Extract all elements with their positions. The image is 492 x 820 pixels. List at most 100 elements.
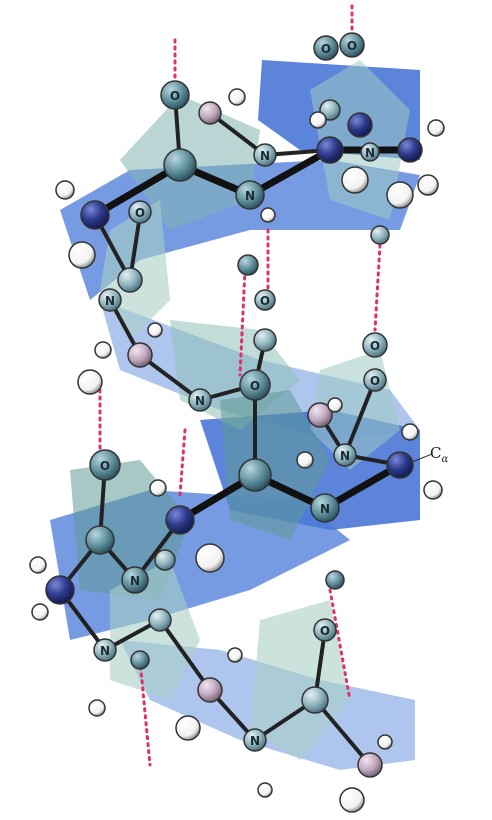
oxygen-atom bbox=[313, 618, 337, 642]
oxygen-atom bbox=[160, 80, 190, 110]
hydrogen-atom bbox=[423, 480, 443, 500]
atom-letter: N bbox=[195, 394, 205, 408]
hydrogen-atom bbox=[341, 166, 369, 194]
hydrogen-atom bbox=[257, 782, 273, 798]
atom-letter: O bbox=[370, 374, 380, 388]
oxygen-atom bbox=[313, 35, 339, 61]
hydrogen-atom bbox=[296, 451, 314, 469]
nitrogen-atom bbox=[235, 180, 265, 210]
atom-letter: N bbox=[105, 294, 115, 308]
atom-letter: N bbox=[320, 502, 330, 516]
side-carbon-atom bbox=[307, 402, 333, 428]
nitrogen-atom bbox=[121, 566, 149, 594]
hydrogen-atom bbox=[175, 715, 201, 741]
hydrogen-atom bbox=[417, 174, 439, 196]
nitrogen-atom bbox=[154, 549, 176, 571]
peptide-plane bbox=[220, 390, 330, 540]
alpha-carbon-atom bbox=[80, 200, 110, 230]
oxygen-atom bbox=[89, 449, 121, 481]
carbon-atom bbox=[253, 328, 277, 352]
side-carbon-atom bbox=[357, 752, 383, 778]
carbon-atom bbox=[239, 369, 271, 401]
bond bbox=[158, 618, 212, 692]
hydrogen-atom bbox=[227, 647, 243, 663]
hydrogen-atom bbox=[149, 479, 167, 497]
nitrogen-atom bbox=[370, 225, 390, 245]
alpha-carbon-atom bbox=[397, 137, 423, 163]
atom-letter: O bbox=[250, 379, 260, 393]
bond bbox=[313, 698, 372, 767]
atom-letter: O bbox=[370, 339, 380, 353]
carbon-atom bbox=[238, 458, 272, 492]
atom-letter: O bbox=[320, 624, 330, 638]
atom-letters: O O O N N N O N O O N O O N O N N O N N bbox=[100, 39, 380, 748]
alpha-carbon-atom bbox=[165, 505, 195, 535]
hydrogen-atom bbox=[327, 397, 343, 413]
nitrogen-atom bbox=[93, 638, 117, 662]
alpha-carbon-label: Cα bbox=[430, 444, 448, 465]
atom-letter: O bbox=[260, 294, 270, 308]
oxygen-atom bbox=[339, 32, 365, 58]
nitrogen-atom bbox=[310, 493, 340, 523]
oxygen-atom bbox=[362, 332, 388, 358]
hydrogen-atom bbox=[29, 556, 47, 574]
oxygen-atom bbox=[128, 200, 152, 224]
atom-letter: N bbox=[250, 734, 260, 748]
atom-letter: O bbox=[135, 206, 145, 220]
alpha-carbon-leader-line bbox=[411, 453, 433, 463]
atom-letter: N bbox=[245, 189, 255, 203]
atom-letter: N bbox=[100, 644, 110, 658]
hydrogen-atom bbox=[377, 734, 393, 750]
atom-letter: O bbox=[321, 42, 331, 56]
nitrogen-atom bbox=[237, 254, 259, 276]
bond bbox=[343, 378, 377, 457]
oxygen-atom bbox=[254, 289, 276, 311]
carbon-atom bbox=[85, 525, 115, 555]
hydrogen-atom bbox=[195, 543, 225, 573]
nitrogen-atom bbox=[360, 142, 380, 162]
hydrogen-atom bbox=[88, 699, 106, 717]
alpha-carbon-atom bbox=[386, 451, 414, 479]
atom-letter: N bbox=[130, 574, 140, 588]
hydrogen-atom bbox=[77, 369, 103, 395]
hydrogen-atom bbox=[228, 88, 246, 106]
alpha-carbon-atom bbox=[316, 136, 344, 164]
atom-letter: N bbox=[340, 449, 350, 463]
alpha-carbon-label-main: C bbox=[430, 444, 442, 462]
atom-letter: O bbox=[347, 39, 357, 53]
atom-letter: O bbox=[170, 89, 180, 103]
atom-letter: O bbox=[100, 459, 110, 473]
hydrogen-atom bbox=[31, 603, 49, 621]
hydrogen-atom bbox=[427, 119, 445, 137]
hydrogen-atom bbox=[260, 207, 276, 223]
carbon-atom bbox=[117, 267, 143, 293]
atom-letter: N bbox=[260, 149, 270, 163]
nitrogen-atom bbox=[253, 143, 277, 167]
nitrogen-atom bbox=[243, 728, 267, 752]
carbon-atom bbox=[301, 686, 329, 714]
hydrogen-bond bbox=[373, 243, 382, 332]
alpha-carbon-atom bbox=[347, 112, 373, 138]
carbon-atom bbox=[148, 608, 172, 632]
side-carbon-atom bbox=[127, 342, 153, 368]
atoms bbox=[29, 32, 445, 813]
nitrogen-atom bbox=[333, 443, 357, 467]
hydrogen-bond bbox=[178, 428, 187, 497]
hydrogen-atom bbox=[386, 181, 414, 209]
oxygen-atom bbox=[325, 570, 345, 590]
peptide-plane bbox=[310, 60, 410, 220]
alpha-carbon-atom bbox=[45, 575, 75, 605]
hydrogen-atom bbox=[309, 111, 327, 129]
carbon-atom bbox=[163, 148, 197, 182]
side-carbon-atom bbox=[198, 101, 222, 125]
hydrogen-atom bbox=[94, 341, 112, 359]
hydrogen-atom bbox=[339, 787, 365, 813]
oxygen-atom bbox=[130, 650, 150, 670]
atom-letter: N bbox=[365, 146, 375, 160]
hydrogen-atom bbox=[147, 322, 163, 338]
nitrogen-atom bbox=[188, 388, 212, 412]
alpha-carbon-label-subscript: α bbox=[441, 454, 449, 465]
bond bbox=[246, 146, 334, 199]
nitrogen-atom bbox=[98, 288, 122, 312]
